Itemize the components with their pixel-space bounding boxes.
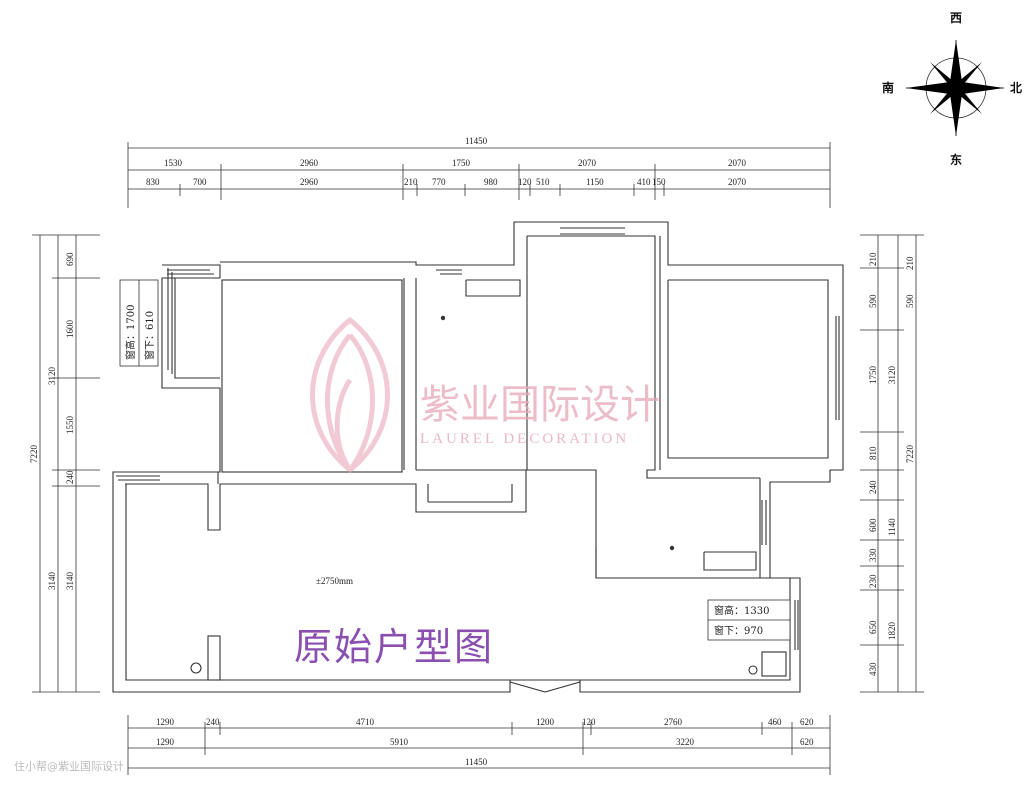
dim-right-seg-5: 600 — [868, 518, 878, 532]
compass-rose — [906, 40, 1004, 136]
dim-top-r2-6: 120 — [518, 177, 532, 187]
ceiling-light-markers — [440, 315, 675, 551]
page-title: 原始户型图 — [294, 625, 495, 669]
dim-left-lower: 3140 — [47, 572, 57, 591]
window-info-2: 窗高：1330 窗下：970 — [707, 599, 791, 641]
dim-bottom-r2-2: 3220 — [676, 737, 695, 747]
compass-east-label: 东 — [950, 152, 962, 167]
dim-top-r2-3: 210 — [404, 177, 418, 187]
dim-right-mid-2: 1820 — [887, 622, 897, 641]
compass-west-label: 西 — [950, 11, 962, 25]
dim-right-seg-7: 230 — [868, 574, 878, 588]
top-dimensions — [127, 142, 831, 208]
dim-bottom-r1-4: 120 — [582, 717, 596, 727]
dim-top-r2-10: 150 — [652, 177, 666, 187]
dim-left-seg-4: 3140 — [65, 572, 75, 591]
dim-left-seg-0: 690 — [65, 252, 75, 266]
left-dimensions — [32, 234, 100, 693]
window2-height: 窗高：1330 — [714, 604, 769, 617]
window2-sill: 窗下：970 — [714, 624, 763, 637]
dim-right-seg-2: 1750 — [868, 366, 878, 385]
window1-sill: 窗下：610 — [143, 311, 156, 360]
dim-top-r2-9: 410 — [637, 177, 651, 187]
laurel-logo-watermark — [310, 316, 390, 474]
dim-left-seg-1: 1600 — [65, 320, 75, 339]
window1-height: 窗高：1700 — [124, 305, 137, 360]
dim-bottom-r2-3: 620 — [800, 737, 814, 747]
dim-bottom-r1-7: 620 — [800, 717, 814, 727]
dim-left-seg-2: 1550 — [65, 416, 75, 435]
dim-left-upper: 3120 — [47, 367, 57, 386]
dim-right-seg-9: 430 — [868, 662, 878, 676]
dim-bottom-r1-2: 4710 — [356, 717, 375, 727]
dim-top-total: 11450 — [465, 136, 488, 146]
dim-right-seg-1b: 590 — [905, 294, 915, 308]
dim-right-mid-0: 3120 — [887, 366, 897, 385]
dim-top-r2-5: 980 — [484, 177, 498, 187]
bottom-dimensions — [127, 715, 831, 775]
dim-right-mid-1: 1140 — [887, 518, 897, 536]
dim-bottom-r1-0: 1290 — [156, 717, 175, 727]
dim-top-r2-1: 700 — [193, 177, 207, 187]
dim-bottom-r2-0: 1290 — [156, 737, 175, 747]
dim-right-seg-0b: 210 — [905, 256, 915, 270]
dim-top-r2-4: 770 — [432, 177, 446, 187]
dim-bottom-total: 11450 — [465, 757, 488, 767]
dim-right-seg-4: 240 — [868, 480, 878, 494]
dim-top-r2-2: 2960 — [300, 177, 319, 187]
dim-top-r1-1: 2960 — [300, 158, 319, 168]
ceiling-height-label: ±2750mm — [316, 576, 353, 586]
dim-right-seg-3: 810 — [868, 446, 878, 460]
dim-top-r2-7: 510 — [536, 177, 550, 187]
compass-north-label: 北 — [1010, 80, 1022, 95]
dim-right-seg-1: 590 — [868, 294, 878, 308]
dim-bottom-r1-1: 240 — [206, 717, 220, 727]
dim-right-seg-6: 330 — [868, 548, 878, 562]
dim-left-total: 7220 — [29, 445, 39, 464]
dim-top-r1-4: 2070 — [728, 158, 747, 168]
watermark-cn: 紫业国际设计 — [420, 382, 660, 428]
dim-top-r2-0: 830 — [146, 177, 160, 187]
dim-top-r1-2: 1750 — [452, 158, 471, 168]
walls — [112, 221, 844, 693]
dim-right-seg-0: 210 — [868, 252, 878, 266]
window-info-1: 窗高：1700 窗下：610 — [119, 279, 159, 367]
dim-left-seg-3: 240 — [65, 470, 75, 484]
dim-bottom-r2-1: 5910 — [390, 737, 409, 747]
credit-text: 住小帮@紫业国际设计 — [14, 760, 124, 773]
compass-south-label: 南 — [882, 80, 894, 95]
dim-bottom-r1-6: 460 — [768, 717, 782, 727]
dim-top-r2-11: 2070 — [728, 177, 747, 187]
dim-right-seg-8: 650 — [868, 620, 878, 634]
right-dimensions — [860, 234, 924, 693]
dim-top-r1-3: 2070 — [578, 158, 597, 168]
watermark-en: LAUREL DECORATION — [420, 431, 629, 447]
dim-bottom-r1-3: 1200 — [536, 717, 555, 727]
dim-bottom-r1-5: 2760 — [664, 717, 683, 727]
dim-top-r2-8: 1150 — [586, 177, 604, 187]
dim-top-r1-0: 1530 — [164, 158, 183, 168]
dim-right-total: 7220 — [905, 445, 915, 464]
